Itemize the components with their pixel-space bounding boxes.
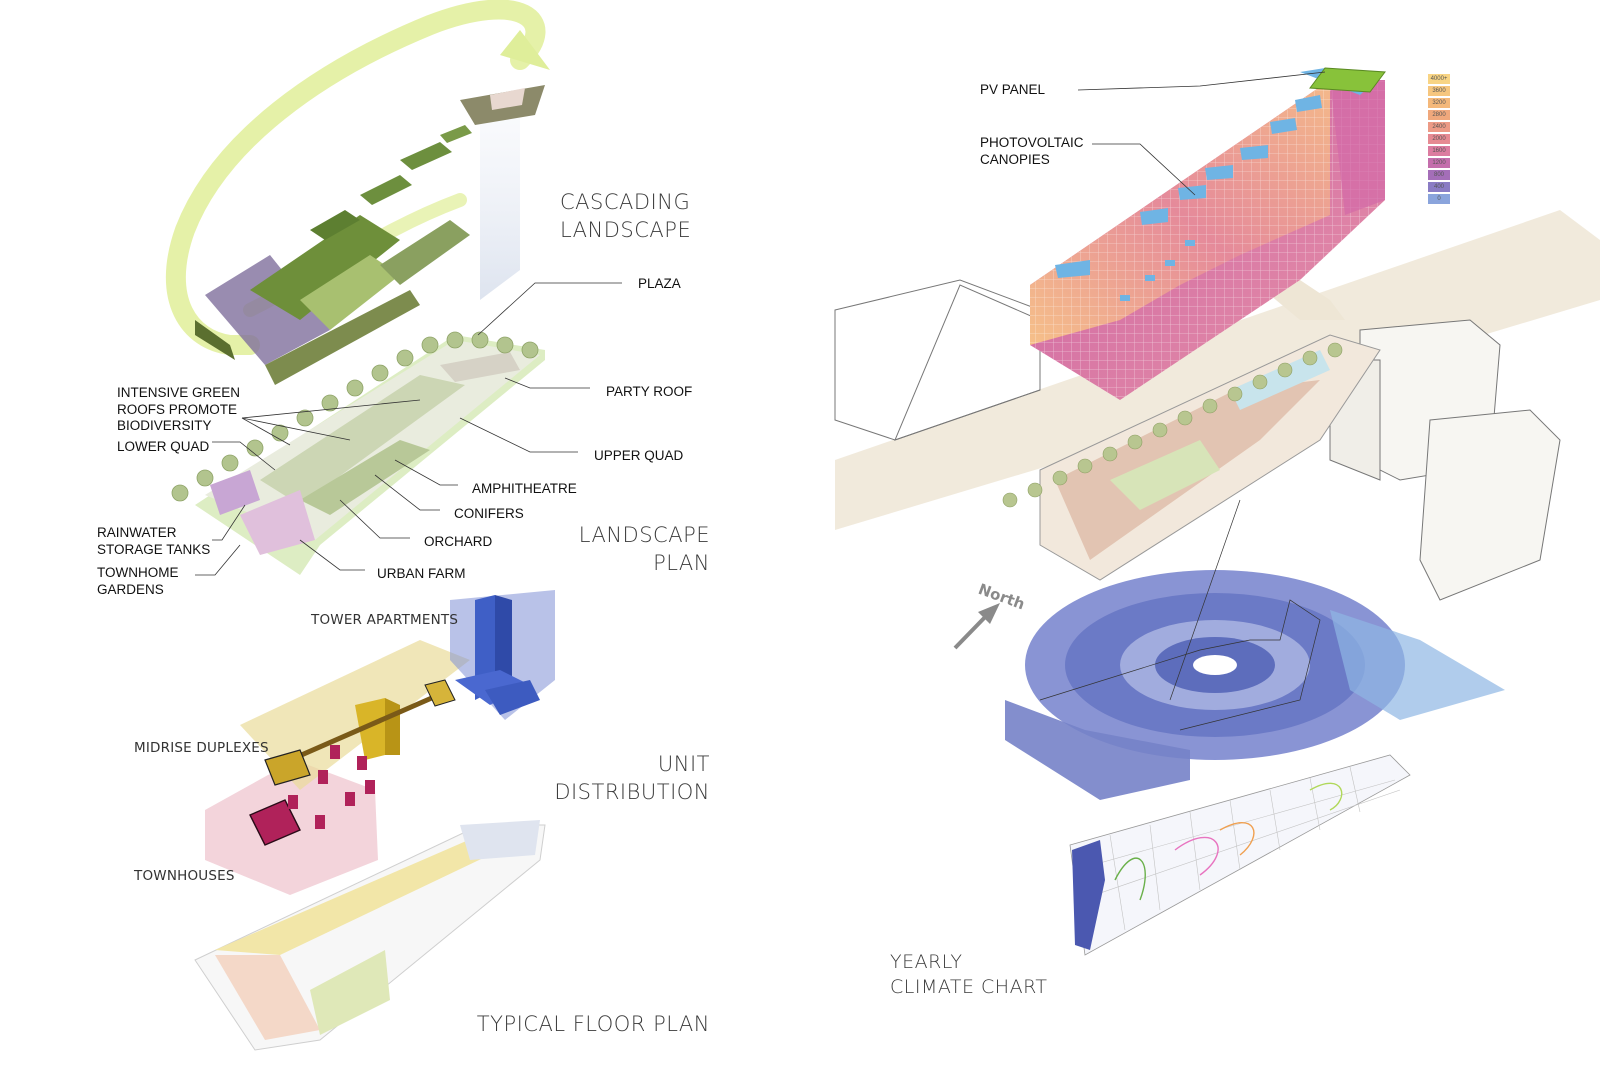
title-landscape-plan: LANDSCAPE PLAN	[578, 523, 710, 575]
callout-party-roof: PARTY ROOF	[606, 384, 693, 399]
north-arrow	[953, 603, 1000, 650]
legend-label: 1200	[1432, 160, 1446, 166]
callout-upper-quad: UPPER QUAD	[594, 448, 684, 463]
radiation-legend: 4000+ 3600 3200 2800 2400 2000 1600 1200…	[1428, 74, 1450, 206]
callout-conifers: CONIFERS	[454, 506, 524, 521]
unit-distribution-diagram	[205, 590, 555, 895]
callout-townhome-gardens: TOWNHOME GARDENS	[97, 565, 179, 597]
climate-radial-chart	[1005, 499, 1505, 800]
callout-amphitheatre: AMPHITHEATRE	[472, 481, 577, 496]
solar-radiation-tower	[1030, 67, 1386, 400]
legend-label: 1600	[1432, 148, 1446, 154]
radiation-legend-swatches	[1428, 74, 1450, 204]
callout-urban-farm: URBAN FARM	[377, 566, 466, 581]
site-context-model	[834, 210, 1600, 601]
title-typical-floor-plan: TYPICAL FLOOR PLAN	[476, 1012, 710, 1036]
title-yearly-climate-chart: YEARLY CLIMATE CHART	[890, 951, 1048, 998]
callout-rainwater-tanks: RAINWATER STORAGE TANKS	[97, 525, 211, 557]
landscape-plan-diagram	[171, 282, 622, 576]
legend-label: 0	[1437, 196, 1441, 202]
cascading-landscape-diagram	[165, 0, 550, 385]
callout-pv-panel: PV PANEL	[980, 82, 1046, 97]
label-townhouses: TOWNHOUSES	[134, 868, 235, 884]
title-unit-distribution: UNIT DISTRIBUTION	[554, 752, 710, 804]
legend-label: 800	[1433, 172, 1444, 178]
legend-label: 2800	[1432, 112, 1446, 118]
label-midrise-duplexes: MIDRISE DUPLEXES	[134, 740, 269, 756]
callout-plaza: PLAZA	[638, 276, 681, 291]
legend-label: 4000+	[1430, 76, 1448, 82]
legend-label: 2000	[1432, 136, 1446, 142]
typical-floor-plan-diagram	[194, 820, 546, 1051]
legend-label: 2400	[1432, 124, 1446, 130]
callout-lower-quad: LOWER QUAD	[117, 439, 210, 454]
callout-intensive-green-roofs: INTENSIVE GREEN ROOFS PROMOTE BIODIVERSI…	[117, 385, 241, 433]
callout-orchard: ORCHARD	[424, 534, 493, 549]
callout-photovoltaic-canopies: PHOTOVOLTAIC CANOPIES	[980, 135, 1084, 167]
legend-label: 400	[1433, 184, 1444, 190]
label-tower-apartments: TOWER APARTMENTS	[311, 612, 459, 628]
legend-label: 3200	[1432, 100, 1446, 106]
green-flow-arrow	[165, 0, 546, 355]
legend-label: 3600	[1432, 88, 1446, 94]
title-cascading-landscape: CASCADING LANDSCAPE	[560, 190, 692, 242]
psychrometric-chart	[1069, 754, 1411, 956]
